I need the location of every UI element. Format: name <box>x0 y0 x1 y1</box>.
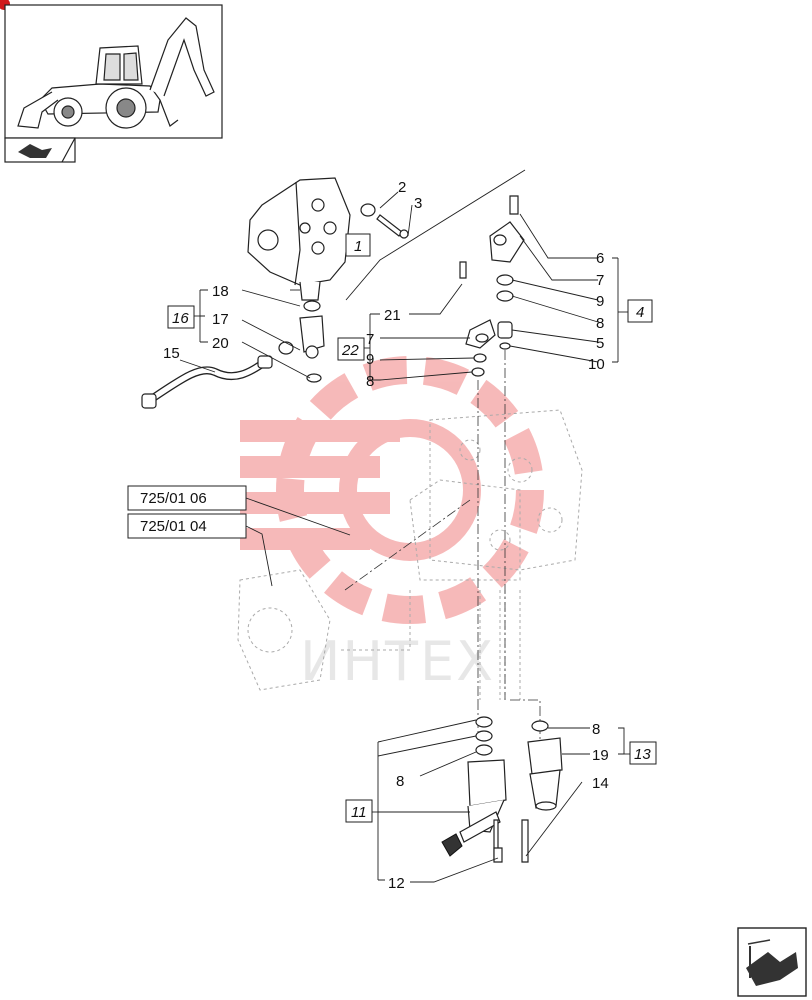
callout-21[interactable]: 21 <box>384 307 401 324</box>
callout-10[interactable]: 10 <box>588 356 605 373</box>
screw-part-14[interactable] <box>521 819 529 863</box>
watermark-gear-icon <box>240 356 544 624</box>
svg-text:16: 16 <box>172 310 189 327</box>
svg-text:13: 13 <box>634 746 651 763</box>
callout-8-group13[interactable]: 8 <box>592 721 600 738</box>
screw-part-3[interactable] <box>376 214 409 239</box>
solenoid-assembly-11[interactable] <box>441 716 507 861</box>
callout-9-group22[interactable]: 9 <box>366 351 374 368</box>
group-box-16[interactable]: 16 <box>167 305 195 329</box>
watermark: ИНТЕХ <box>240 356 544 693</box>
svg-text:22: 22 <box>341 342 359 359</box>
group-boxes: 1 16 22 4 11 13 <box>167 233 657 823</box>
next-page-arrow-icon[interactable] <box>737 927 807 997</box>
ghost-valve-assembly <box>237 409 583 700</box>
callout-labels: 2 3 18 17 20 15 21 7 9 8 6 7 9 8 5 10 8 … <box>163 179 609 892</box>
group-box-1[interactable]: 1 <box>345 233 371 257</box>
reference-box-725-01-06[interactable]: 725/01 06 <box>127 485 247 511</box>
callout-14[interactable]: 14 <box>592 775 609 792</box>
callout-5[interactable]: 5 <box>596 335 604 352</box>
callout-6[interactable]: 6 <box>596 250 604 267</box>
svg-text:725/01 06: 725/01 06 <box>140 490 207 507</box>
fitting-assembly-16[interactable] <box>278 300 325 383</box>
callout-8-group4[interactable]: 8 <box>596 315 604 332</box>
coil-assembly-13[interactable] <box>527 720 563 811</box>
flange-assembly-22[interactable] <box>459 261 496 377</box>
callout-3[interactable]: 3 <box>414 195 422 212</box>
flange-assembly-4[interactable] <box>489 195 525 350</box>
svg-text:725/01 04: 725/01 04 <box>140 518 207 535</box>
callout-20[interactable]: 20 <box>212 335 229 352</box>
callout-18[interactable]: 18 <box>212 283 229 300</box>
book-arrow-icon[interactable] <box>18 144 52 158</box>
backhoe-loader-icon <box>17 17 215 129</box>
group-box-13[interactable]: 13 <box>629 741 657 765</box>
group-box-22[interactable]: 22 <box>337 337 365 361</box>
group-box-4[interactable]: 4 <box>627 299 653 323</box>
machine-thumbnail <box>4 4 223 163</box>
callout-15[interactable]: 15 <box>163 345 180 362</box>
reference-box-725-01-04[interactable]: 725/01 04 <box>127 513 247 539</box>
callout-7-group22[interactable]: 7 <box>366 331 374 348</box>
svg-text:11: 11 <box>351 804 367 821</box>
svg-text:4: 4 <box>636 304 644 321</box>
hose-part-15[interactable] <box>141 355 273 409</box>
callout-12[interactable]: 12 <box>388 875 405 892</box>
watermark-text: ИНТЕХ <box>300 630 495 693</box>
callout-2[interactable]: 2 <box>398 179 406 196</box>
leader-lines <box>179 169 630 883</box>
callout-8-group22[interactable]: 8 <box>366 373 374 390</box>
svg-text:1: 1 <box>354 238 362 255</box>
callout-8-group11[interactable]: 8 <box>396 773 404 790</box>
plug-part-2[interactable] <box>360 203 376 217</box>
group-box-11[interactable]: 11 <box>345 799 373 823</box>
callout-17[interactable]: 17 <box>212 311 229 328</box>
callout-9-group4[interactable]: 9 <box>596 293 604 310</box>
callout-7-group4[interactable]: 7 <box>596 272 604 289</box>
screw-part-12[interactable] <box>493 847 503 863</box>
callout-19[interactable]: 19 <box>592 747 609 764</box>
control-valve-body[interactable] <box>247 177 351 301</box>
